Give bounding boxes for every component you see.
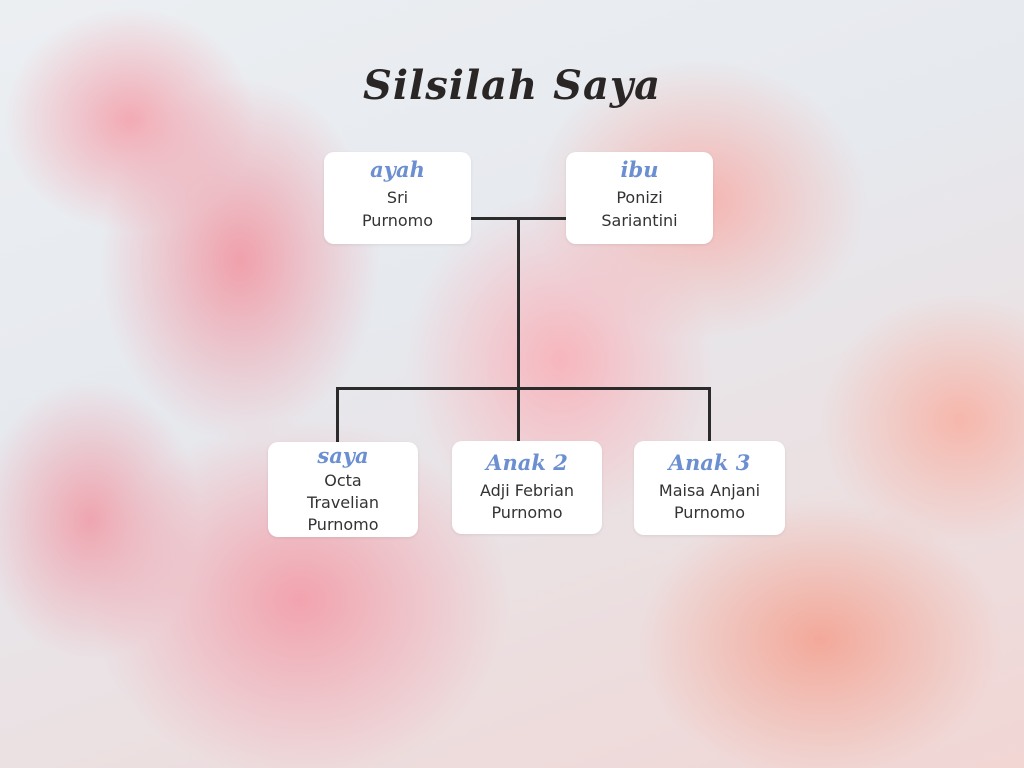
father-name-line-2: Purnomo: [361, 211, 434, 230]
father-role-label: ayah: [370, 157, 425, 182]
mother-card: ibu Ponizi Sariantini: [566, 152, 713, 244]
child-self-name-line-1: Octa: [324, 471, 362, 490]
descent-line: [517, 219, 520, 389]
child-card-3: Anak 3 Maisa Anjani Purnomo: [634, 441, 785, 535]
child-3-name-line-1: Maisa Anjani: [658, 481, 761, 500]
marriage-line: [470, 217, 566, 220]
child-3-role-label: Anak 3: [668, 450, 751, 475]
child-self-name-line-2: Travelian: [307, 493, 379, 512]
child-3-drop-line: [708, 387, 711, 441]
mother-name-line-1: Ponizi: [616, 188, 663, 207]
child-card-self: saya Octa Travelian Purnomo: [268, 442, 418, 537]
child-3-name-line-2: Purnomo: [673, 503, 746, 522]
page-title: Silsilah Saya: [362, 62, 662, 109]
child-card-2: Anak 2 Adji Febrian Purnomo: [452, 441, 602, 534]
father-card: ayah Sri Purnomo: [324, 152, 471, 244]
child-2-name-line-1: Adji Febrian: [479, 481, 575, 500]
child-self-role-label: saya: [317, 443, 369, 468]
child-2-role-label: Anak 2: [486, 450, 568, 475]
child-2-name-line-2: Purnomo: [491, 503, 563, 522]
father-name-line-1: Sri: [386, 188, 409, 207]
mother-role-label: ibu: [620, 157, 659, 182]
mother-name-line-2: Sariantini: [601, 211, 678, 230]
child-1-drop-line: [336, 387, 339, 443]
siblings-line: [336, 387, 711, 390]
child-2-drop-line: [517, 387, 520, 442]
child-self-name-line-3: Purnomo: [307, 515, 379, 534]
